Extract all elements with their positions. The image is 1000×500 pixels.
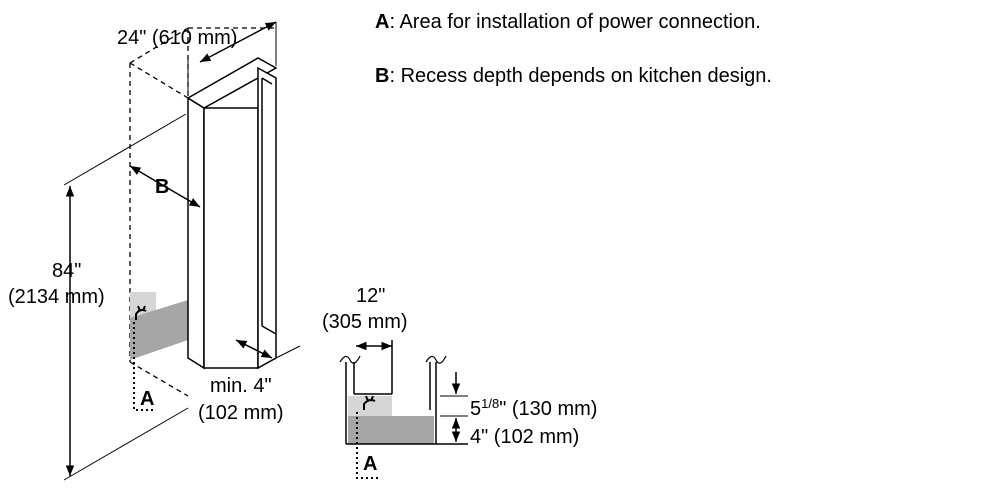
panel-top xyxy=(186,57,278,109)
detail-width-inch: 12" xyxy=(356,285,385,307)
gap-ext xyxy=(275,345,301,359)
recess-arrow xyxy=(129,165,201,208)
width-dimension-label: 24" (610 mm) xyxy=(117,27,237,49)
detail-width-mm: (305 mm) xyxy=(322,311,408,333)
detail-upper-dimension: 51/8" (130 mm) xyxy=(470,396,597,420)
panel-inner-top xyxy=(261,77,273,85)
power-area-dark xyxy=(130,300,188,360)
gap-dimension-mm: (102 mm) xyxy=(198,402,284,424)
height-ext-top xyxy=(63,113,187,186)
plug-icon xyxy=(135,305,147,320)
legend-a: A: Area for installation of power connec… xyxy=(375,10,761,34)
width-arrow xyxy=(199,21,277,63)
panel-face xyxy=(203,107,259,369)
panel-bottom-inner xyxy=(261,325,277,335)
gap-dimension-inch: min. 4" xyxy=(210,375,272,397)
detail-power-label-a: A xyxy=(363,453,377,475)
main-view xyxy=(63,21,301,481)
legend-b: B: Recess depth depends on kitchen desig… xyxy=(375,64,772,88)
detail-power-dark xyxy=(348,416,434,444)
legend-key-b: B xyxy=(375,65,390,87)
detail-plug-icon xyxy=(363,395,376,410)
legend-key-a: A xyxy=(375,11,390,33)
detail-lower-dimension: 4" (102 mm) xyxy=(470,426,579,448)
power-label-a: A xyxy=(140,388,154,410)
height-ext-bottom xyxy=(63,407,189,481)
legend-text-b: : Recess depth depends on kitchen design… xyxy=(389,65,772,87)
panel-right xyxy=(257,66,277,370)
recess-label-b: B xyxy=(155,176,169,198)
legend-text-a: : Area for installation of power connect… xyxy=(389,11,761,33)
detail-view xyxy=(339,340,468,479)
detail-wall-right-break xyxy=(425,355,447,364)
detail-power-dotted-path xyxy=(356,412,378,479)
detail-power-light xyxy=(348,396,392,416)
detail-wall-left-break xyxy=(339,355,361,364)
height-dimension-inch: 84" xyxy=(52,260,81,282)
panel-front xyxy=(187,96,205,370)
gap-arrow xyxy=(235,339,273,359)
height-dimension-mm: (2134 mm) xyxy=(8,286,105,308)
